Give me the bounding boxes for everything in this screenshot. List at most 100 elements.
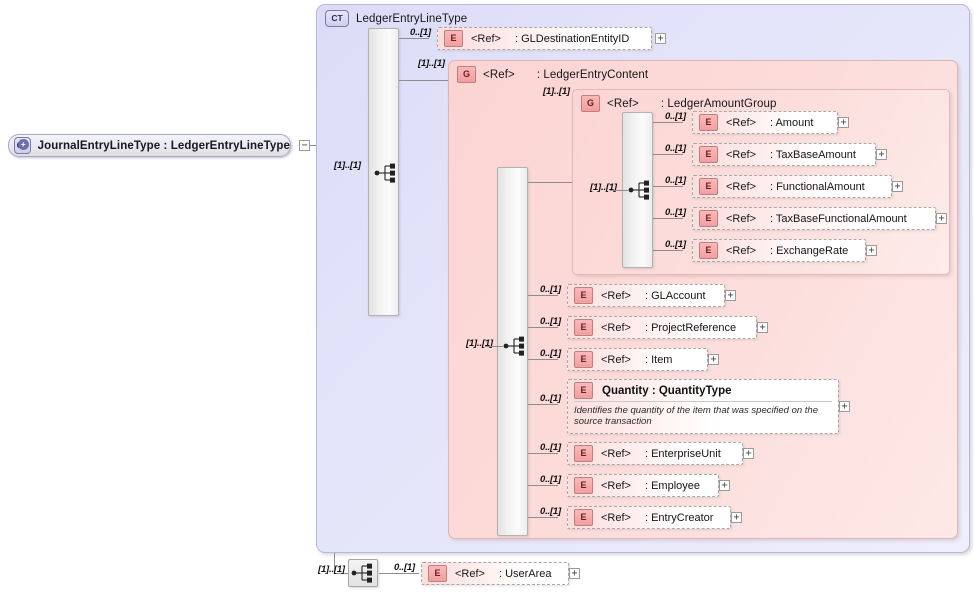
node-entrycreator[interactable]: E <Ref> : EntryCreator (567, 506, 731, 529)
group-amount-title-text: : LedgerAmountGroup (660, 97, 777, 110)
node-taxbasefunctionalamount[interactable]: E <Ref> : TaxBaseFunctionalAmount (692, 207, 936, 230)
cardinality-ledgeramountgroup: [1]..[1] (543, 86, 570, 97)
cardinality-level2-sequence: [1]..[1] (466, 338, 493, 349)
node-gldestinationentityid[interactable]: E <Ref> : GLDestinationEntityID (437, 27, 652, 50)
node-glaccount[interactable]: E <Ref> : GLAccount (567, 284, 725, 307)
node-employee[interactable]: E <Ref> : Employee (567, 474, 719, 497)
connector-bottom-h (334, 573, 348, 574)
node-name-label: : GLDestinationEntityID (514, 32, 630, 45)
node-ref-label: <Ref> (601, 511, 631, 524)
e-badge-text: E (580, 448, 587, 458)
node-name-label: : Employee (644, 479, 700, 492)
expand-taxbaseamount[interactable]: + (876, 149, 887, 160)
connector-level3-in (610, 190, 628, 191)
e-badge-text: E (705, 181, 712, 191)
connector-amount (653, 122, 683, 123)
node-projectreference[interactable]: E <Ref> : ProjectReference (567, 316, 757, 339)
expand-amount[interactable]: + (838, 117, 849, 128)
sequence-icon-level2[interactable] (503, 335, 527, 360)
element-badge-icon: E (699, 178, 718, 195)
node-enterpriseunit[interactable]: E <Ref> : EnterpriseUnit (567, 442, 743, 465)
element-badge-icon: E (428, 565, 447, 582)
group-ledgeramountgroup-title: G <Ref> : LedgerAmountGroup (581, 95, 777, 112)
element-badge-icon: E (699, 114, 718, 131)
cardinality-level3-sequence: [1]..[1] (590, 182, 617, 193)
e-badge-text: E (705, 149, 712, 159)
sequence-bar-level2 (497, 167, 528, 536)
node-ref-label: <Ref> (455, 567, 485, 580)
expand-gldestinationentityid[interactable]: + (655, 33, 666, 44)
sequence-icon-level1[interactable] (374, 162, 398, 187)
expand-glyph: + (710, 354, 717, 365)
e-badge-text: E (705, 213, 712, 223)
root-collapse-glyph: − (301, 140, 308, 151)
cardinality-enterpriseunit: 0..[1] (540, 442, 561, 453)
connector-entrycreator (528, 517, 558, 518)
connector-quantity (528, 404, 558, 405)
sequence-glyph-level2 (503, 336, 524, 356)
connector-enterpriseunit (528, 453, 558, 454)
node-userarea[interactable]: E <Ref> : UserArea (421, 562, 569, 585)
expand-quantity[interactable]: + (839, 401, 850, 412)
cardinality-entrycreator: 0..[1] (540, 506, 561, 517)
node-ref-label: <Ref> (601, 447, 631, 460)
connector-level2-in (485, 346, 503, 347)
root-complextype-node[interactable]: CT + JournalEntryLineType : LedgerEntryL… (8, 134, 291, 157)
node-ref-label: <Ref> (726, 244, 756, 257)
e-badge-text: E (705, 117, 712, 127)
expand-entrycreator[interactable]: + (731, 512, 742, 523)
node-taxbaseamount[interactable]: E <Ref> : TaxBaseAmount (692, 143, 876, 166)
node-name-label: : TaxBaseAmount (769, 148, 856, 161)
connector-ledgeramountgroup (528, 182, 572, 183)
connector-glaccount (528, 295, 558, 296)
expand-employee[interactable]: + (719, 480, 730, 491)
node-amount[interactable]: E <Ref> : Amount (692, 111, 838, 134)
root-collapse-toggle[interactable]: − (299, 140, 310, 151)
expand-glyph: + (733, 512, 740, 523)
expand-taxbasefunctionalamount[interactable]: + (936, 213, 947, 224)
sequence-icon-bottom[interactable] (348, 559, 378, 587)
node-ref-label: <Ref> (471, 32, 501, 45)
cardinality-userarea: 0..[1] (394, 562, 415, 573)
expand-exchangerate[interactable]: + (866, 245, 877, 256)
node-name-label: : ExchangeRate (769, 244, 849, 257)
cardinality-functionalamount: 0..[1] (665, 175, 686, 186)
node-quantity[interactable]: E Quantity : QuantityType Identifies the… (567, 379, 839, 434)
node-name-label: : FunctionalAmount (769, 180, 865, 193)
cardinality-bottom-sequence: [1]..[1] (318, 564, 345, 575)
complextype-title-text: LedgerEntryLineType (356, 12, 468, 25)
cardinality-quantity: 0..[1] (540, 393, 561, 404)
sequence-icon-level3[interactable] (628, 179, 652, 204)
expand-functionalamount[interactable]: + (892, 181, 903, 192)
g-amount-badge-text: G (586, 98, 594, 108)
node-quantity-divider (574, 401, 832, 402)
cardinality-level1-sequence: [1]..[1] (334, 160, 361, 171)
group-badge-icon: G (457, 66, 476, 83)
node-functionalamount[interactable]: E <Ref> : FunctionalAmount (692, 175, 892, 198)
node-quantity-header: E Quantity : QuantityType (568, 380, 838, 401)
complextype-title: CT LedgerEntryLineType (325, 10, 467, 27)
group-ledgerentrycontent-title: G <Ref> : LedgerEntryContent (457, 66, 648, 83)
expand-glaccount[interactable]: + (725, 290, 736, 301)
node-exchangerate[interactable]: E <Ref> : ExchangeRate (692, 239, 866, 262)
element-badge-icon: E (699, 242, 718, 259)
element-badge-icon: E (574, 382, 593, 399)
ct-badge-plus-icon: + (17, 139, 29, 150)
expand-projectreference[interactable]: + (757, 322, 768, 333)
node-ref-label: <Ref> (601, 289, 631, 302)
group-title-text: : LedgerEntryContent (536, 68, 649, 81)
node-name-label: : Amount (769, 116, 814, 129)
expand-userarea[interactable]: + (569, 568, 580, 579)
group-ref-label: <Ref> (483, 68, 515, 81)
cardinality-item: 0..[1] (540, 348, 561, 359)
expand-enterpriseunit[interactable]: + (743, 448, 754, 459)
sequence-glyph-level3 (628, 180, 649, 200)
expand-item[interactable]: + (708, 354, 719, 365)
cardinality-taxbaseamount: 0..[1] (665, 143, 686, 154)
expand-glyph: + (759, 322, 766, 333)
node-item[interactable]: E <Ref> : Item (567, 348, 708, 371)
connector-projectreference (528, 327, 558, 328)
cardinality-taxbasefunctionalamount: 0..[1] (665, 207, 686, 218)
node-ref-label: <Ref> (726, 116, 756, 129)
cardinality-glaccount: 0..[1] (540, 284, 561, 295)
